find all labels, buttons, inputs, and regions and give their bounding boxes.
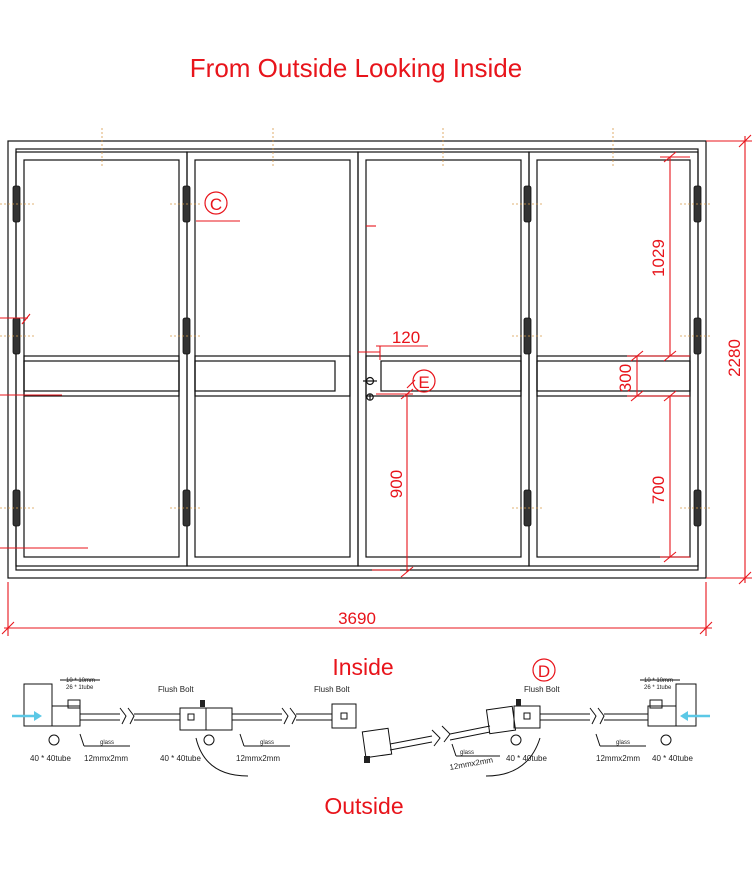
dim-120: 120	[392, 328, 420, 347]
entry-arrows	[12, 711, 710, 721]
door-leaf-3	[357, 151, 530, 567]
spec-right-2: 26 * 1tube	[644, 685, 672, 691]
dimension-lines	[0, 134, 752, 636]
plan-bolt-blocks	[200, 699, 521, 763]
label-outside: Outside	[324, 793, 403, 819]
callout-c-circle	[204, 191, 228, 215]
spec-left-1: 10 * 10mm	[66, 678, 95, 684]
flush-bolt-label-2: Flush Bolt	[314, 685, 350, 694]
glass-spec-right: 12mmx2mm	[596, 754, 640, 763]
glass-spec-center: 12mmx2mm	[449, 755, 494, 772]
inner-frame	[15, 148, 699, 571]
dim-total-height: 2280	[725, 339, 744, 377]
label-inside: Inside	[332, 654, 393, 680]
glass-word-1: glass	[100, 740, 114, 746]
callout-d-circle	[532, 658, 556, 682]
tube-label-mid: 40 * 40tube	[160, 754, 201, 763]
glass-spec-mid: 12mmx2mm	[236, 754, 280, 763]
dim-900: 900	[387, 470, 406, 498]
glass-word-4: glass	[460, 750, 474, 756]
glass-word-3: glass	[616, 740, 630, 746]
callout-c: C	[210, 195, 222, 214]
door-leaf-4	[528, 151, 699, 567]
flush-bolt-label-3: Flush Bolt	[524, 685, 560, 694]
tube-label-right: 40 * 40tube	[652, 754, 693, 763]
glass-spec-left: 12mmx2mm	[84, 754, 128, 763]
dim-700: 700	[649, 476, 668, 504]
centre-marks	[0, 128, 712, 509]
door-elevation	[7, 140, 707, 579]
callout-d: D	[538, 662, 550, 681]
flush-bolt-label-1: Flush Bolt	[158, 685, 194, 694]
dim-1029: 1029	[649, 239, 668, 277]
glass-word-2: glass	[260, 740, 274, 746]
door-leaf-1	[15, 151, 188, 567]
callout-e-circle	[412, 369, 436, 393]
tube-label-left: 40 * 40tube	[30, 754, 71, 763]
spec-right-1: 10 * 10mm	[644, 678, 673, 684]
dim-300: 300	[616, 364, 635, 392]
callout-e: E	[418, 373, 429, 392]
outer-frame	[7, 140, 707, 579]
plan-section	[23, 679, 697, 777]
handle-icon	[363, 376, 377, 401]
drawing-title: From Outside Looking Inside	[190, 53, 522, 83]
dim-total-width: 3690	[338, 609, 376, 628]
spec-left-2: 26 * 1tube	[66, 685, 94, 691]
tube-label-right-mid: 40 * 40tube	[506, 754, 547, 763]
